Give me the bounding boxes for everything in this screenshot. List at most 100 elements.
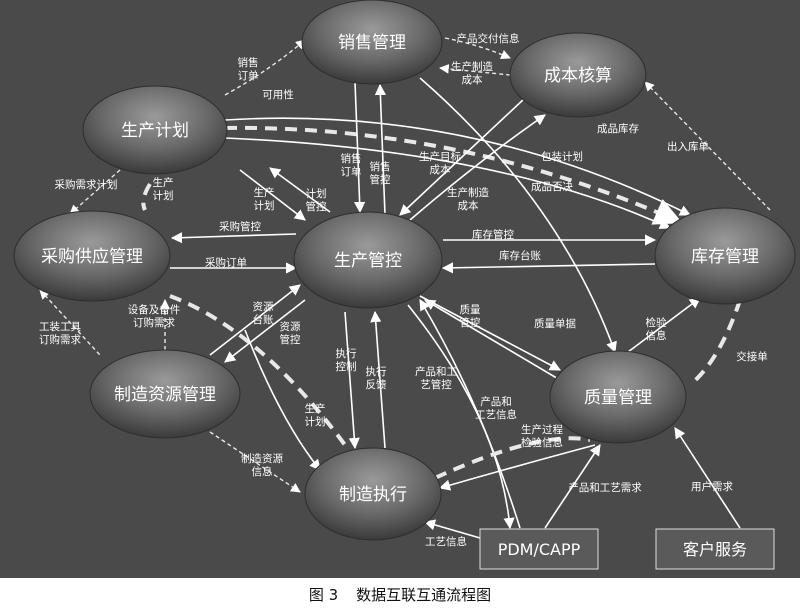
edge-label-pdm-quality: 产品和工艺需求: [568, 481, 642, 494]
edge-label-line: 成本: [458, 199, 479, 212]
edge-label-line: 成本: [462, 73, 483, 86]
edge-inventory-cost: [644, 81, 771, 211]
edge-label-exec-plan: 生产计划: [305, 402, 326, 428]
node-pdm-label: PDM/CAPP: [498, 540, 581, 559]
edge-label-line: 执行: [366, 365, 387, 378]
node-plan: 生产计划: [82, 85, 228, 175]
edge-label-plan-control-mgmt: 计划管控: [306, 187, 327, 213]
edge-label-line: 检验: [646, 316, 667, 329]
edge-quality-control: [424, 299, 561, 381]
node-cost-label: 成本核算: [544, 66, 612, 86]
node-service-label: 客户服务: [683, 540, 747, 559]
node-purchase-shape: [13, 210, 171, 302]
edge-label-line: 出入库单: [667, 140, 709, 153]
edge-cost-control: [399, 97, 526, 216]
edge-label-line: 成品库存: [597, 122, 639, 135]
edge-label-line: 生产制造: [451, 60, 493, 73]
node-quality: 质量管理: [549, 350, 687, 444]
edge-control-pdm: [407, 304, 515, 530]
edge-label-product-info: 产品和工艺信息: [475, 395, 517, 421]
edge-label-line: 销售: [341, 152, 362, 165]
edge-label-plan-control: 生产计划: [254, 186, 275, 212]
edge-label-line: 生产: [153, 176, 174, 189]
edge-label-line: 产品和: [480, 395, 512, 408]
edge-plan-inventory-dashed: [224, 125, 683, 225]
edge-label-line: 管控: [306, 200, 327, 213]
edge-label-line: 工艺信息: [475, 408, 517, 421]
edge-plan-sales: [224, 39, 306, 96]
edge-label-line: 管控: [280, 333, 301, 346]
edge-label-plan-purchase-2: 生产计划: [153, 176, 174, 202]
edge-label-line: 订单: [341, 166, 362, 178]
edge-label-line: 成品否决: [531, 181, 573, 193]
edge-label-line: 用户需求: [691, 480, 733, 493]
edge-control-exec: [344, 311, 360, 450]
node-sales-shape: [301, 0, 443, 85]
edge-label-line: 生产: [254, 186, 275, 199]
edge-label-line: 产品交付信息: [457, 32, 520, 45]
edge-label-line: 产品和工: [415, 365, 457, 378]
edge-label-sales-control-order: 销售订单: [341, 152, 362, 178]
node-control-shape: [293, 211, 443, 309]
edge-label-line: 质量单据: [534, 317, 576, 330]
edge-plan-purchase: [69, 169, 121, 215]
edge-label-plan-purchase: 采购需求计划: [55, 178, 118, 191]
edge-quality-exec: [438, 444, 596, 491]
edge-label-line: 资源: [280, 320, 301, 333]
edge-pdm-quality: [544, 444, 601, 529]
node-inventory-label: 库存管理: [691, 247, 759, 267]
edge-label-purchase-order: 采购订单: [205, 256, 247, 269]
edge-label-purchase-control: 采购管控: [219, 220, 261, 233]
edge-control-sales: [374, 83, 386, 216]
data-flow-diagram: 销售管理成本核算生产计划采购供应管理生产管控库存管理制造资源管理质量管理制造执行…: [13, 0, 796, 570]
edge-label-line: 生产制造: [447, 186, 489, 199]
edge-label-cost-mfg: 生产制造成本: [447, 186, 489, 212]
edge-label-line: 设备及备件: [128, 303, 181, 316]
node-execution-shape: [304, 447, 442, 541]
edge-label-inventory-cost: 出入库单: [667, 140, 709, 153]
edge-label-pdm-exec: 工艺信息: [425, 535, 467, 548]
edge-label-resource-purchase: 设备及备件订购需求: [128, 303, 181, 329]
edge-label-cost-sales: 生产制造成本: [451, 60, 493, 86]
edge-label-line: 订购需求: [39, 333, 81, 346]
edge-label-cost-target: 生产目标成本: [419, 150, 461, 176]
edge-label-line: 计划: [254, 199, 275, 212]
node-cost-shape: [509, 32, 647, 118]
figure-caption: 图 3 数据互联互通流程图: [0, 578, 800, 611]
edge-plan-control: [239, 169, 306, 221]
edge-label-line: 可用性: [262, 88, 294, 101]
node-purchase: 采购供应管理: [13, 210, 171, 302]
node-inventory-shape: [654, 207, 796, 305]
edge-label-sales-cost-top: 产品交付信息: [457, 32, 520, 45]
node-pdm: PDM/CAPP: [479, 528, 599, 570]
edge-label-line: 信息: [646, 329, 667, 342]
edge-label-line: 库存台账: [499, 249, 541, 262]
edge-control-cost: [409, 114, 546, 221]
edge-cost-sales: [439, 64, 511, 76]
node-plan-label: 生产计划: [121, 121, 189, 141]
edge-label-resource-ledger: 资源台账: [253, 300, 274, 326]
edge-quality-inventory: [627, 297, 701, 353]
edge-label-packing: 包装计划: [541, 150, 583, 163]
figure-number: 图 3: [308, 586, 339, 604]
edge-label-line: 采购管控: [219, 220, 261, 233]
edge-label-line: 产品和工艺需求: [568, 481, 642, 494]
edge-label-quality-doc: 质量单据: [534, 317, 576, 330]
node-quality-label: 质量管理: [584, 388, 652, 408]
edge-label-service-quality: 用户需求: [691, 480, 733, 493]
edge-label-line: 销售: [370, 160, 391, 173]
node-cost: 成本核算: [509, 32, 647, 118]
node-inventory: 库存管理: [654, 207, 796, 305]
edge-plan-purchase-dashed: [141, 182, 152, 211]
edge-label-cost-inventory: 成品库存: [597, 122, 639, 135]
edge-label-line: 生产过程: [521, 423, 563, 436]
node-pdm-shape: [479, 528, 599, 570]
edge-label-quality-control: 质量管控: [460, 304, 481, 329]
edge-label-exec-control: 执行控制: [336, 347, 357, 373]
edge-exec-quality-dashed: [434, 436, 591, 480]
edge-resource-control: [209, 284, 301, 356]
edge-label-resource-control: 资源管控: [280, 320, 301, 346]
node-plan-shape: [82, 85, 228, 175]
edge-cost-inventory: [224, 117, 692, 216]
edge-label-line: 质量: [460, 304, 481, 316]
